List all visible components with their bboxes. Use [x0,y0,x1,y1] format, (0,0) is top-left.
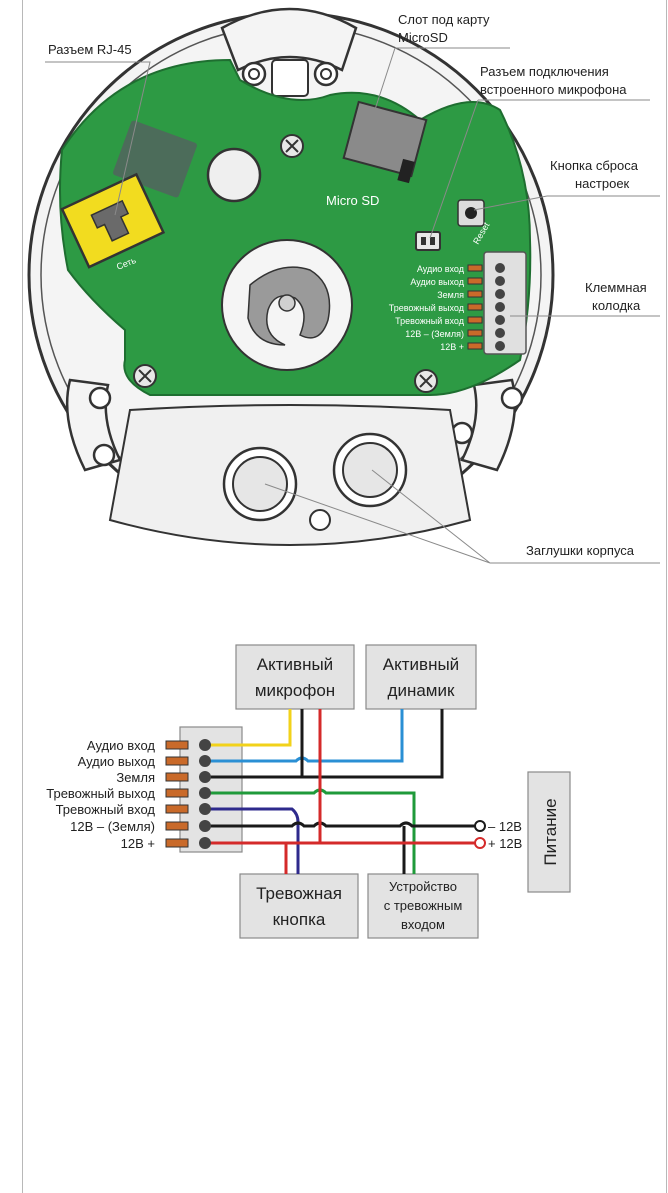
callouts: Разъем RJ-45 Слот под карту MicroSD Разъ… [48,12,647,558]
alarm-device-box [367,873,479,939]
mic-conn-callout-line2: встроенного микрофона [480,82,627,97]
schematic-terminal-label: Тревожный выход [46,786,155,801]
leader-lines [45,47,660,564]
minus-terminal [474,820,486,832]
wires [205,709,475,874]
alarm-button-line1: Тревожная [256,884,342,903]
rj45-callout: Разъем RJ-45 [48,42,132,57]
board-terminal-label: Аудио вход [417,264,465,274]
plugs-callout: Заглушки корпуса [526,543,635,558]
plus-terminal [474,837,486,849]
active-speaker-line1: Активный [383,655,459,674]
schematic-pins [165,739,211,849]
minus12-label: – 12В [488,819,522,834]
microsd-callout-line2: MicroSD [398,30,448,45]
power-label: Питание [541,798,560,865]
schematic-terminal-label: Земля [116,770,155,785]
wire-audio-in [205,709,292,747]
reset-callout-line2: настроек [575,176,630,191]
rj45-connector [60,172,166,269]
board-terminal-label: Тревожный выход [389,303,465,313]
microsd-callout-line1: Слот под карту [398,12,490,27]
board-terminal-label: Тревожный вход [395,316,465,326]
alarm-button-box [239,873,359,939]
active-mic-line1: Активный [257,655,333,674]
board-terminal-label: 12В – (Земля) [405,329,464,339]
plus12-label: + 12В [488,836,522,851]
alarm-button-line2: кнопка [273,910,326,929]
active-mic-box [235,644,355,710]
schematic-terminal-labels: Аудио вход Аудио выход Земля Тревожный в… [46,738,155,851]
terminal-callout-line2: колодка [592,298,641,313]
active-mic-line2: микрофон [255,681,335,700]
pcb-board: Micro SD Reset Сеть Аудио вход Аудио вых… [59,58,532,396]
active-speaker-line2: динамик [388,681,455,700]
board-terminal-pins [467,263,505,351]
board-microsd-label: Micro SD [326,193,379,208]
wire-12v-minus [205,821,475,828]
board-terminal-label: Земля [437,290,464,300]
power-box [527,771,571,893]
schematic-terminal-label: Аудио выход [78,754,156,769]
schematic-terminal-label: Аудио вход [87,738,155,753]
schematic-terminal-label: Тревожный вход [56,802,156,817]
wire-ground [205,709,444,779]
terminal-callout-line1: Клеммная [585,280,647,295]
alarm-device-line2: с тревожным [384,898,463,913]
housing-plugs [222,432,408,531]
alarm-device-line3: входом [401,917,445,932]
mic-conn-callout-line1: Разъем подключения [480,64,609,79]
board-terminal-label: Аудио выход [410,277,464,287]
board-terminal-labels: Аудио вход Аудио выход Земля Тревожный в… [389,264,465,352]
alarm-device-line1: Устройство [389,879,457,894]
wiring-schematic: Активный микрофон Активный динамик Трево… [46,644,571,939]
schematic-terminal-label: 12В + [121,836,155,851]
reset-callout-line1: Кнопка сброса [550,158,639,173]
board-terminal-label: 12В + [440,342,464,352]
page-frame [22,0,667,1193]
schematic-terminal-label: 12В – (Земля) [70,819,155,834]
active-speaker-box [365,644,477,710]
